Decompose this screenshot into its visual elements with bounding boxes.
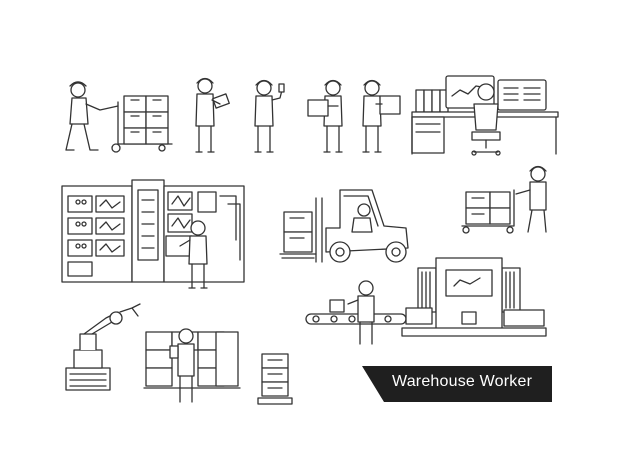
worker-with-tablet-icon (195, 77, 230, 153)
pallet-of-boxes-icon (257, 353, 293, 405)
robotic-arm-icon (65, 303, 141, 391)
banner-shape (362, 366, 552, 402)
worker-carrying-box-icon (307, 79, 343, 153)
worker-pushing-cart-icon (65, 81, 173, 153)
control-panel-icon (61, 179, 245, 289)
conveyor-belt-machine-icon (305, 257, 547, 345)
desk-with-monitors-icon (411, 75, 559, 156)
worker-with-clipboard-icon (143, 328, 241, 403)
worker-holding-box-icon (362, 79, 401, 153)
forklift-icon (279, 189, 409, 263)
title-banner: Warehouse Worker (362, 366, 552, 402)
banner-title: Warehouse Worker (392, 373, 533, 390)
worker-with-scanner-icon (254, 79, 285, 153)
worker-with-hand-truck-icon (461, 165, 547, 234)
